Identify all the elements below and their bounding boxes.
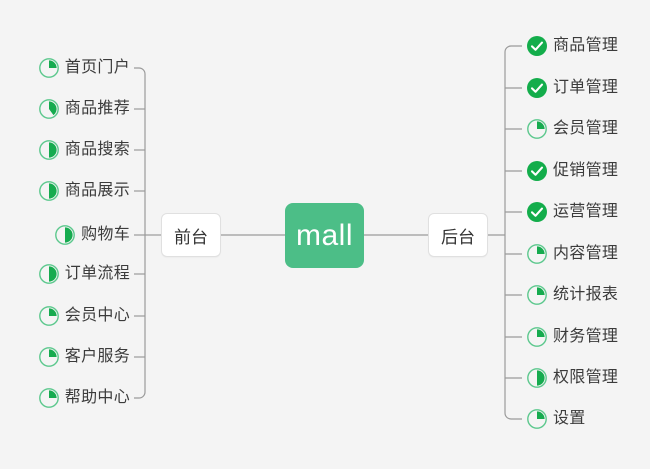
leaf-node-label: 商品搜索 [64,141,130,158]
leaf-node[interactable]: 客户服务 [38,344,130,370]
leaf-node-label: 帮助中心 [64,389,130,406]
leaf-node-label: 统计报表 [553,286,619,303]
progress-pie-icon [526,118,548,140]
check-circle-icon [526,35,548,57]
leaf-node[interactable]: 购物车 [54,222,130,248]
progress-pie-icon [38,346,60,368]
leaf-node-label: 订单管理 [553,79,619,96]
leaf-node-label: 商品展示 [64,182,130,199]
leaf-node-label: 订单流程 [64,265,130,282]
branch-node-label: 前台 [174,227,208,247]
leaf-node[interactable]: 商品管理 [526,33,618,59]
branch-node-label: 后台 [441,227,475,247]
progress-pie-icon [526,367,548,389]
progress-pie-icon [38,263,60,285]
leaf-node[interactable]: 内容管理 [526,241,618,267]
progress-pie-icon [526,243,548,265]
leaf-node[interactable]: 促销管理 [526,158,618,184]
check-circle-icon [526,77,548,99]
leaf-node[interactable]: 会员中心 [38,303,130,329]
progress-pie-icon [38,387,60,409]
progress-pie-icon [526,284,548,306]
branch-node-backend[interactable]: 后台 [428,213,488,257]
leaf-node[interactable]: 统计报表 [526,282,618,308]
branch-node-frontend[interactable]: 前台 [161,213,221,257]
leaf-node[interactable]: 首页门户 [38,55,130,81]
progress-pie-icon [38,98,60,120]
check-circle-icon [526,160,548,182]
leaf-node-label: 促销管理 [553,162,619,179]
leaf-node[interactable]: 商品展示 [38,178,130,204]
progress-pie-icon [54,224,76,246]
leaf-node[interactable]: 订单流程 [38,261,130,287]
check-circle-icon [526,201,548,223]
leaf-node[interactable]: 帮助中心 [38,385,130,411]
leaf-node[interactable]: 设置 [526,406,586,432]
leaf-node[interactable]: 财务管理 [526,324,618,350]
progress-pie-icon [38,139,60,161]
progress-pie-icon [38,57,60,79]
leaf-node[interactable]: 会员管理 [526,116,618,142]
progress-pie-icon [38,180,60,202]
progress-pie-icon [526,326,548,348]
leaf-node[interactable]: 商品推荐 [38,96,130,122]
progress-pie-icon [526,408,548,430]
root-node[interactable]: mall [285,203,364,268]
leaf-node-label: 设置 [553,410,586,427]
leaf-node[interactable]: 订单管理 [526,75,618,101]
leaf-node-label: 内容管理 [553,245,619,262]
leaf-node-label: 运营管理 [553,203,619,220]
root-node-label: mall [295,218,353,252]
leaf-node-label: 财务管理 [553,328,619,345]
leaf-node-label: 客户服务 [64,348,130,365]
leaf-node-label: 权限管理 [553,369,619,386]
leaf-node[interactable]: 运营管理 [526,199,618,225]
edge-right-stub [504,412,522,420]
edge-left-stub [134,67,146,75]
leaf-node-label: 商品推荐 [64,100,130,117]
leaf-node[interactable]: 商品搜索 [38,137,130,163]
leaf-node-label: 购物车 [81,226,130,243]
leaf-node-label: 会员中心 [64,307,130,324]
edge-right-stub [504,45,522,53]
progress-pie-icon [38,305,60,327]
leaf-node-label: 商品管理 [553,37,619,54]
leaf-node-label: 首页门户 [64,59,130,76]
edge-left-stub [134,391,146,399]
leaf-node[interactable]: 权限管理 [526,365,618,391]
leaf-node-label: 会员管理 [553,120,619,137]
